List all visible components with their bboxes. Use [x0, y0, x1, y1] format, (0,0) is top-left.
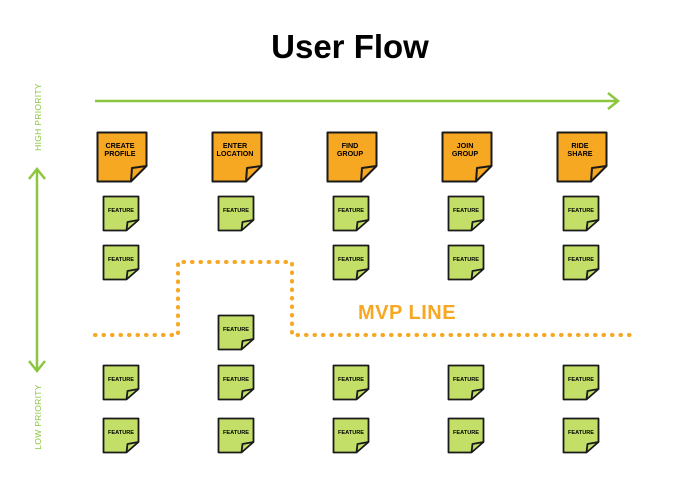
page-title: User Flow — [271, 28, 429, 65]
sticky-note-icon — [326, 131, 378, 183]
sticky-note-icon — [96, 131, 148, 183]
feature-label: FEATURE — [338, 208, 364, 214]
feature-note: FEATURE — [332, 244, 370, 281]
feature-note: FEATURE — [562, 364, 600, 401]
feature-label: FEATURE — [338, 377, 364, 383]
sticky-note-icon — [217, 364, 255, 401]
sticky-note-icon — [102, 364, 140, 401]
feature-label: FEATURE — [568, 377, 594, 383]
feature-note: FEATURE — [562, 195, 600, 232]
feature-label: FEATURE — [223, 430, 249, 436]
feature-label: FEATURE — [453, 430, 479, 436]
sticky-note-icon — [332, 244, 370, 281]
mvp-line — [93, 260, 632, 337]
low-priority-label: LOW PRIORITY — [33, 384, 43, 450]
feature-label: FEATURE — [223, 327, 249, 333]
sticky-note-icon — [102, 244, 140, 281]
feature-note: FEATURE — [447, 364, 485, 401]
feature-label: FEATURE — [453, 208, 479, 214]
sticky-note-icon — [447, 195, 485, 232]
sticky-note-icon — [562, 244, 600, 281]
feature-label: FEATURE — [108, 257, 134, 263]
sticky-note-icon — [562, 417, 600, 454]
feature-label: FEATURE — [108, 377, 134, 383]
sticky-note-icon — [217, 314, 255, 351]
feature-label: FEATURE — [453, 257, 479, 263]
sticky-note-icon — [102, 417, 140, 454]
sticky-note-icon — [217, 417, 255, 454]
feature-note: FEATURE — [332, 364, 370, 401]
mvp-line-label: MVP LINE — [358, 302, 457, 324]
feature-note: FEATURE — [217, 364, 255, 401]
feature-note: FEATURE — [447, 417, 485, 454]
sticky-note-icon — [211, 131, 263, 183]
feature-label: FEATURE — [338, 430, 364, 436]
sticky-note-icon — [332, 364, 370, 401]
sticky-note-icon — [447, 417, 485, 454]
feature-note: FEATURE — [217, 195, 255, 232]
sticky-note-icon — [102, 195, 140, 232]
feature-note: FEATURE — [447, 195, 485, 232]
feature-label: FEATURE — [223, 377, 249, 383]
sticky-note-icon — [447, 364, 485, 401]
feature-note: FEATURE — [562, 244, 600, 281]
feature-label: FEATURE — [108, 430, 134, 436]
sticky-note-icon — [332, 417, 370, 454]
flow-arrow — [95, 92, 621, 110]
high-priority-label: HIGH PRIORITY — [33, 83, 43, 151]
feature-label: FEATURE — [338, 257, 364, 263]
feature-label: FEATURE — [568, 208, 594, 214]
feature-note: FEATURE — [562, 417, 600, 454]
feature-label: FEATURE — [108, 208, 134, 214]
feature-note: FEATURE — [102, 195, 140, 232]
sticky-note-icon — [217, 195, 255, 232]
sticky-note-icon — [332, 195, 370, 232]
feature-note: FEATURE — [217, 417, 255, 454]
feature-label: FEATURE — [453, 377, 479, 383]
sticky-note-icon — [441, 131, 493, 183]
feature-note: FEATURE — [332, 417, 370, 454]
feature-note: FEATURE — [102, 417, 140, 454]
feature-note: FEATURE — [447, 244, 485, 281]
sticky-note-icon — [562, 195, 600, 232]
sticky-note-icon — [447, 244, 485, 281]
feature-label: FEATURE — [568, 430, 594, 436]
feature-note: FEATURE — [332, 195, 370, 232]
sticky-note-icon — [562, 364, 600, 401]
priority-arrow — [28, 166, 46, 374]
feature-label: FEATURE — [568, 257, 594, 263]
feature-note: FEATURE — [102, 244, 140, 281]
sticky-note-icon — [556, 131, 608, 183]
feature-note: FEATURE — [217, 314, 255, 351]
feature-note: FEATURE — [102, 364, 140, 401]
feature-label: FEATURE — [223, 208, 249, 214]
